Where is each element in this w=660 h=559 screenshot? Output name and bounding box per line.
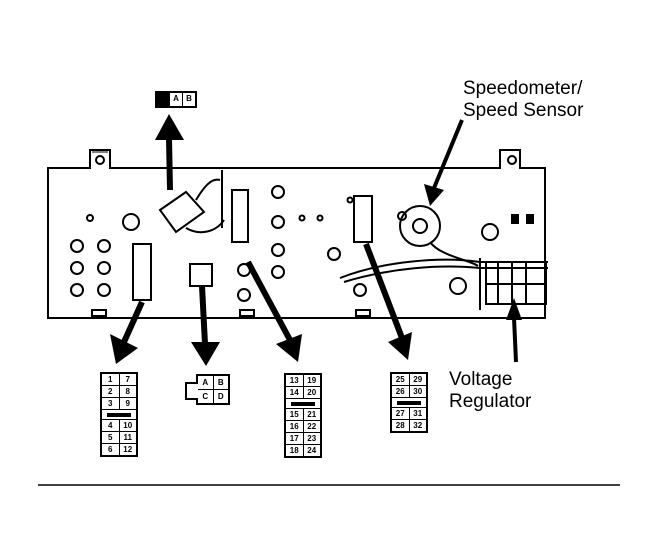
pin: 27 bbox=[392, 408, 410, 419]
pin: 5 bbox=[102, 432, 120, 443]
pin: 29 bbox=[413, 375, 423, 384]
pin: 23 bbox=[307, 434, 317, 443]
pin: 30 bbox=[413, 387, 423, 396]
pointer-speedometer bbox=[424, 119, 464, 206]
top-connector: A B bbox=[155, 91, 197, 108]
speed-sensor bbox=[399, 205, 441, 247]
pin: 18 bbox=[286, 445, 304, 456]
connector-slot-2 bbox=[189, 263, 213, 287]
voltage-regulator-label: Voltage Regulator bbox=[449, 369, 532, 412]
pin: 13 bbox=[286, 375, 304, 386]
connector-2-latch bbox=[185, 382, 198, 400]
pin: 1 bbox=[102, 374, 120, 385]
pointer-voltage-regulator bbox=[506, 298, 522, 363]
pin: 15 bbox=[286, 409, 304, 420]
pin: 26 bbox=[392, 386, 410, 397]
arrow-to-connector-2 bbox=[191, 285, 220, 366]
pin: 3 bbox=[102, 398, 120, 409]
pin: 25 bbox=[392, 374, 410, 385]
arrow-to-connector-1 bbox=[110, 300, 145, 364]
pin: 24 bbox=[307, 446, 317, 455]
pin: 31 bbox=[413, 409, 423, 418]
pin: 6 bbox=[102, 444, 120, 455]
pin: 20 bbox=[307, 388, 317, 397]
pin: 14 bbox=[286, 387, 304, 398]
pin: 11 bbox=[123, 433, 132, 442]
arrow-to-connector-3 bbox=[245, 260, 302, 362]
connector-slot-1 bbox=[132, 243, 152, 301]
pin: 4 bbox=[102, 420, 120, 431]
pin: 16 bbox=[286, 421, 304, 432]
pin: 21 bbox=[307, 410, 317, 419]
pin: 32 bbox=[413, 421, 423, 430]
pin: 22 bbox=[307, 422, 317, 431]
speedometer-label: Speedometer/ Speed Sensor bbox=[463, 78, 584, 121]
pin: D bbox=[217, 392, 224, 401]
pin: 17 bbox=[286, 433, 304, 444]
pin: A bbox=[198, 376, 214, 389]
pin: 7 bbox=[125, 375, 130, 384]
connector-key bbox=[102, 410, 136, 420]
pin: 28 bbox=[392, 420, 410, 431]
connector-slot-4 bbox=[353, 195, 373, 243]
arrow-to-top-connector bbox=[155, 114, 184, 191]
pin: B bbox=[217, 378, 224, 387]
top-connector-key bbox=[157, 93, 170, 106]
top-connector-cell: B bbox=[186, 94, 192, 103]
pin: 8 bbox=[125, 387, 130, 396]
pin: 9 bbox=[125, 399, 130, 408]
connector-slot-3 bbox=[231, 189, 249, 243]
connector-key bbox=[286, 399, 320, 409]
pin: 10 bbox=[123, 421, 133, 430]
top-connector-cell: A bbox=[170, 93, 183, 106]
connector-key bbox=[392, 398, 426, 408]
cluster-panel-outline bbox=[47, 149, 546, 319]
pin: 19 bbox=[307, 376, 317, 385]
pin: 2 bbox=[102, 386, 120, 397]
pin: 12 bbox=[123, 445, 133, 454]
pin: C bbox=[198, 390, 214, 403]
arrow-to-connector-4 bbox=[363, 242, 412, 360]
